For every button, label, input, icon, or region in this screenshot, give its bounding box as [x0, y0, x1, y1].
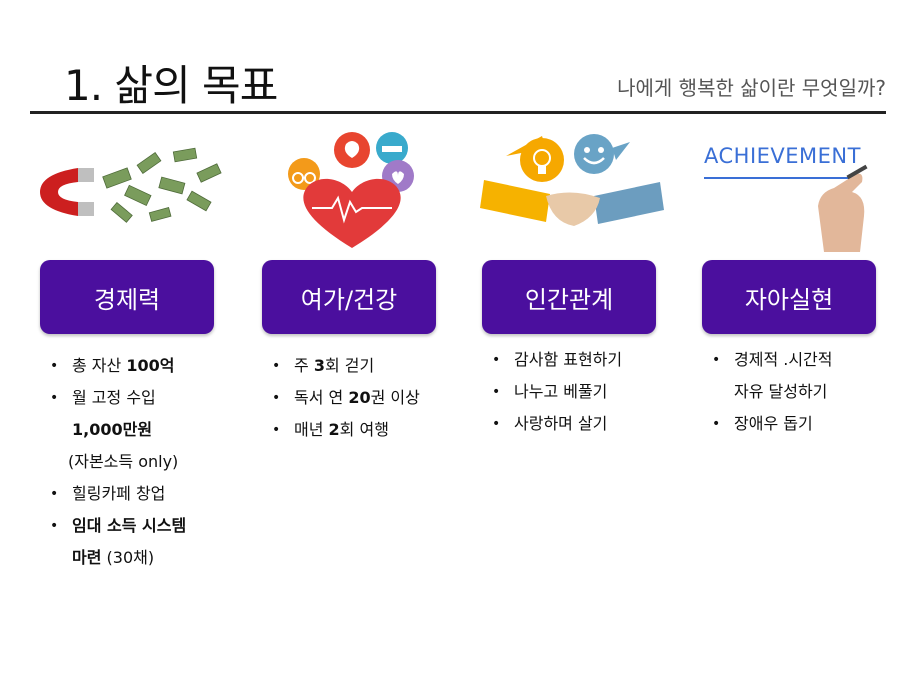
- list-item: 마련 (30채): [72, 548, 155, 567]
- title-divider: [30, 111, 886, 114]
- list-item: 장애우 돕기: [710, 408, 900, 440]
- list-item: (자본소득 only): [68, 452, 179, 471]
- list-item: 자유 달성하기: [734, 382, 828, 401]
- leisure-health-goals-list: 주 3회 걷기 독서 연 20권 이상 매년 2회 여행: [270, 350, 460, 446]
- relationships-goals-list: 감사함 표현하기 나누고 베풀기 사랑하며 살기: [490, 344, 680, 440]
- heart-leisure-icon: [256, 130, 452, 252]
- handshake-icon: [476, 130, 672, 252]
- badge-leisure-health: 여가/건강: [262, 260, 436, 334]
- list-item: 1,000만원: [72, 420, 153, 439]
- list-item: 총 자산 100억: [48, 350, 238, 382]
- badge-relationships: 인간관계: [482, 260, 656, 334]
- page-title: 1. 삶의 목표: [64, 61, 278, 110]
- list-item: 임대 소득 시스템: [48, 510, 238, 542]
- list-item: 월 고정 수입: [48, 382, 238, 414]
- achievement-hand-icon: ACHIEVEMENT: [696, 130, 892, 252]
- self-actualization-goals-list: 경제적 .시간적 자유 달성하기 장애우 돕기: [710, 344, 900, 440]
- goal-column-relationships: 인간관계 감사함 표현하기 나누고 베풀기 사랑하며 살기: [476, 130, 672, 440]
- page-subtitle: 나에게 행복한 삶이란 무엇일까?: [617, 76, 886, 100]
- list-item: 사랑하며 살기: [490, 408, 680, 440]
- list-item: 주 3회 걷기: [270, 350, 460, 382]
- list-item: 감사함 표현하기: [490, 344, 680, 376]
- badge-self-actualization: 자아실현: [702, 260, 876, 334]
- goal-column-leisure-health: 여가/건강 주 3회 걷기 독서 연 20권 이상 매년 2회 여행: [256, 130, 452, 446]
- badge-economy: 경제력: [40, 260, 214, 334]
- list-item: 힐링카페 창업: [48, 478, 238, 510]
- goal-column-economy: 경제력 총 자산 100억 월 고정 수입 1,000만원 (자본소득 only…: [34, 130, 230, 567]
- list-item: 독서 연 20권 이상: [270, 382, 460, 414]
- achievement-word: ACHIEVEMENT: [704, 144, 861, 168]
- list-item: 경제적 .시간적: [710, 344, 900, 376]
- list-item: 매년 2회 여행: [270, 414, 460, 446]
- list-item: 나누고 베풀기: [490, 376, 680, 408]
- magnet-money-icon: [34, 130, 230, 252]
- goal-column-self-actualization: ACHIEVEMENT 자아실현 경제적 .시간적 자유 달성하기 장애우 돕기: [696, 130, 892, 440]
- economy-goals-list: 총 자산 100억 월 고정 수입 1,000만원 (자본소득 only) 힐링…: [48, 350, 238, 574]
